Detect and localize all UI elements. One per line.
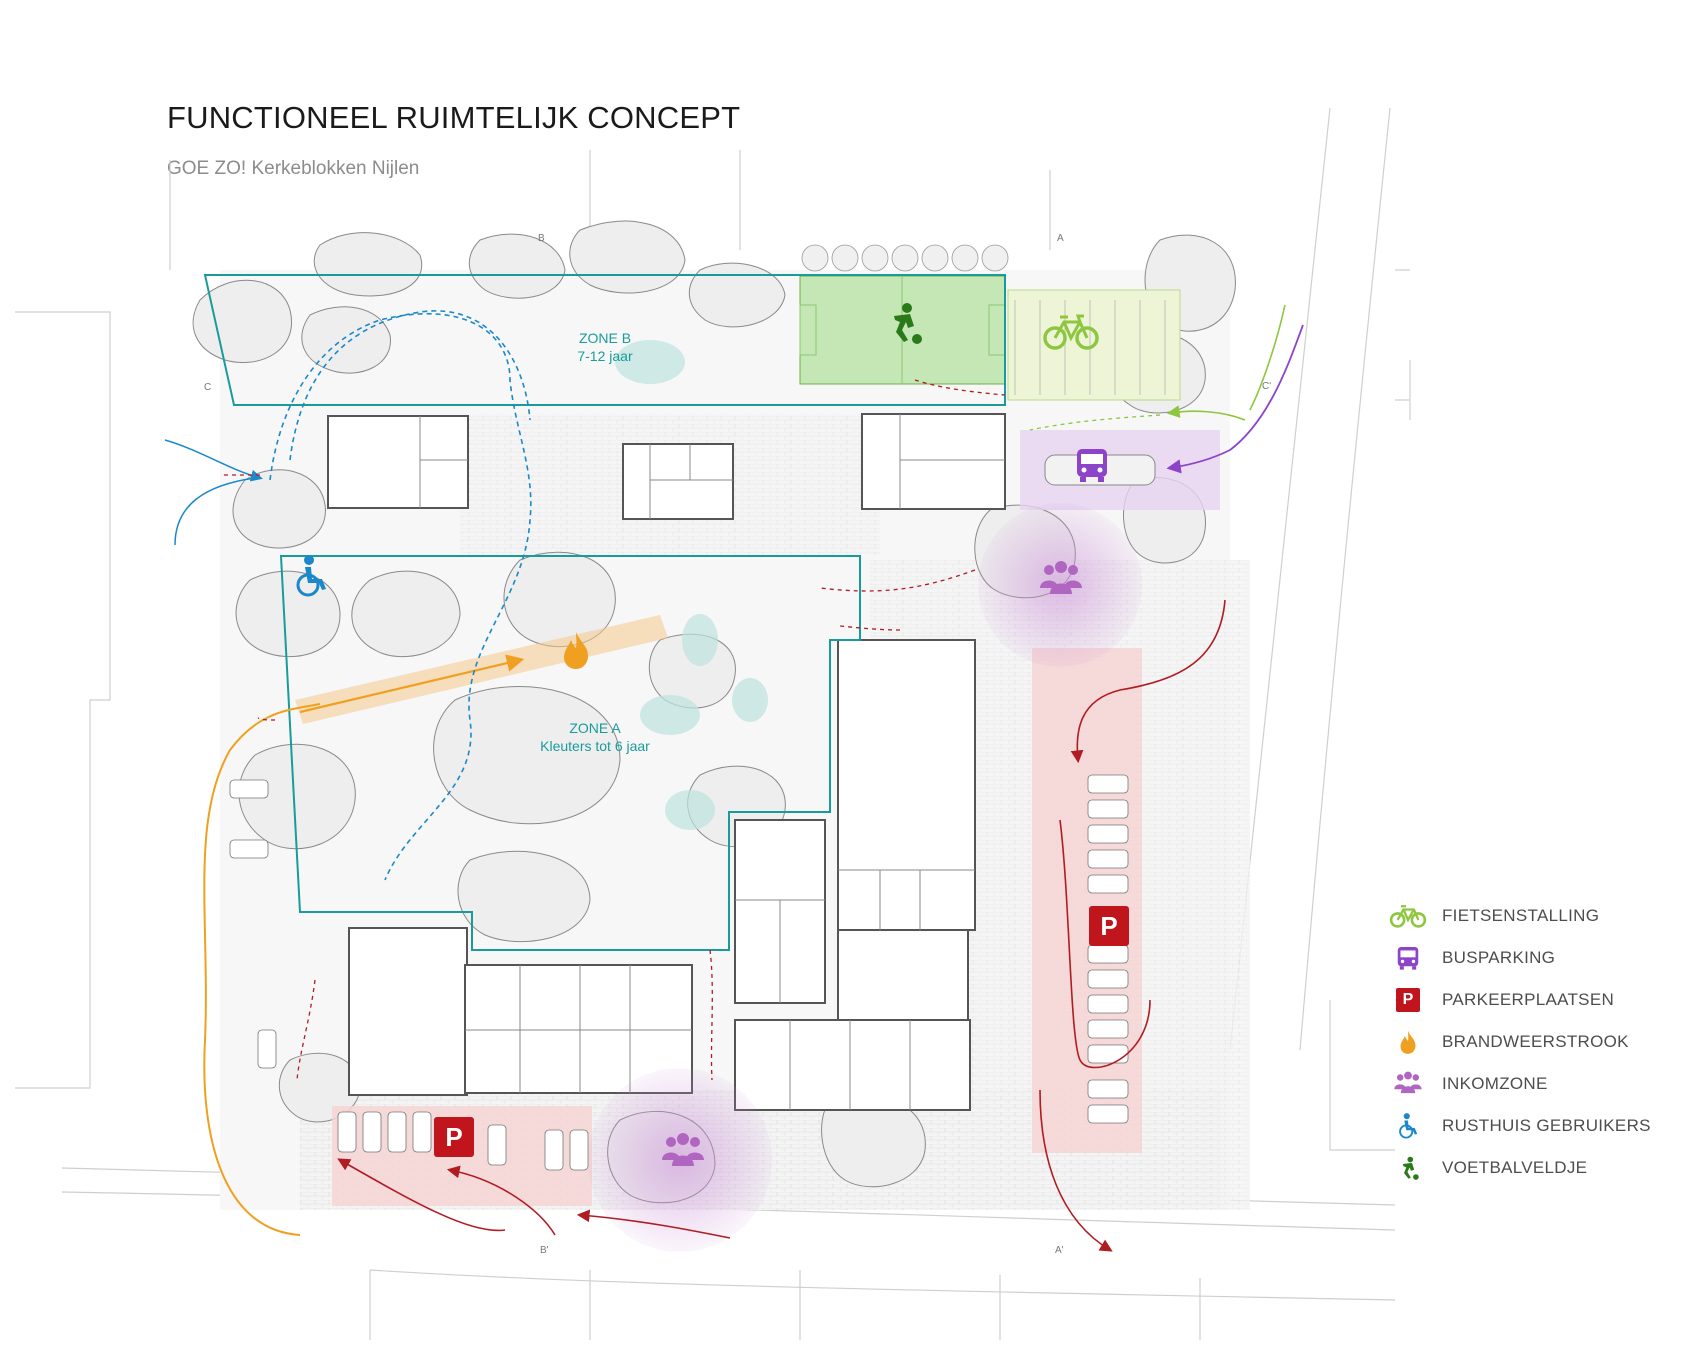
zone-b-label: ZONE B 7-12 jaar [560,329,650,365]
legend-item-fietsenstalling: FIETSENSTALLING [1388,895,1678,937]
zone-b-outline [203,274,1006,406]
bus-icon [1388,942,1428,974]
legend-item-inkomzone: INKOMZONE [1388,1063,1678,1105]
bus-icon [1077,449,1107,482]
fire-icon [1388,1026,1428,1058]
bicycle-icon [1388,900,1428,932]
legend-label: BUSPARKING [1442,948,1556,967]
map-title: FUNCTIONEEL RUIMTELIJK CONCEPT [167,100,741,135]
section-marker-a-prime: A' [1055,1245,1064,1256]
legend-item-brandweerstrook: BRANDWEERSTROOK [1388,1021,1678,1063]
bicycle-icon [1043,314,1099,350]
bicycle-dashed-route [1029,414,1161,431]
legend-item-rusthuis-gebruikers: RUSTHUIS GEBRUIKERS [1388,1105,1678,1147]
legend-item-busparking: BUSPARKING [1388,937,1678,979]
buildings [327,413,1006,1111]
football-player-icon [1388,1152,1428,1184]
people-icon [1040,561,1082,594]
wheelchair-icon [1388,1110,1428,1142]
legend-label: VOETBALVELDJE [1442,1158,1588,1177]
zone-b-ages: 7-12 jaar [577,348,633,364]
legend-label: FIETSENSTALLING [1442,906,1600,925]
parking-icon-east: P [1089,906,1129,946]
football-player-icon [894,303,922,344]
section-marker-b-prime: B' [540,1245,549,1256]
legend-label: PARKEERPLAATSEN [1442,990,1615,1009]
orange-route [203,703,321,1236]
people-icon [1388,1068,1428,1100]
wheelchair-icon [296,555,326,597]
parking-area-east [1032,648,1142,1153]
bicycle-arrival-arrows [1166,304,1286,421]
legend-label: RUSTHUIS GEBRUIKERS [1442,1116,1651,1135]
parking-symbol: P [1396,988,1420,1012]
zone-a-outline [279,555,861,951]
bus-arrival-arrow [1166,324,1304,474]
section-marker-c: C [204,382,212,393]
zone-a-name: ZONE A [569,720,621,736]
section-marker-c-prime: C' [1262,381,1272,392]
legend: FIETSENSTALLING BUSPARKING P PARKEERPLAA… [1388,895,1678,1189]
water-play-areas [615,340,768,830]
football-field [799,275,1006,385]
section-marker-a: A [1057,233,1064,244]
fire-icon [564,632,588,669]
parking-icon-south: P [434,1117,474,1157]
legend-item-voetbalveldje: VOETBALVELDJE [1388,1147,1678,1189]
legend-item-parkeerplaatsen: P PARKEERPLAATSEN [1388,979,1678,1021]
car-routes [337,599,1226,1252]
map-subtitle: GOE ZO! Kerkeblokken Nijlen [167,158,420,179]
pedestrian-routes [222,379,1006,1081]
parking-icon: P [1388,984,1428,1016]
building-interior-walls [419,414,1005,1110]
zone-a-label: ZONE A Kleuters tot 6 jaar [530,719,660,755]
section-marker-b: B [538,233,545,244]
bus-parking-area [1020,430,1220,510]
care-home-route [269,310,532,881]
people-icon-south [662,1133,704,1166]
zone-b-name: ZONE B [578,330,632,346]
parked-cars [229,774,1129,1171]
legend-label: INKOMZONE [1442,1074,1548,1093]
fire-lane-strip [295,615,668,724]
tree-row [801,244,1009,272]
legend-label: BRANDWEERSTROOK [1442,1032,1629,1051]
zone-a-ages: Kleuters tot 6 jaar [540,738,650,754]
